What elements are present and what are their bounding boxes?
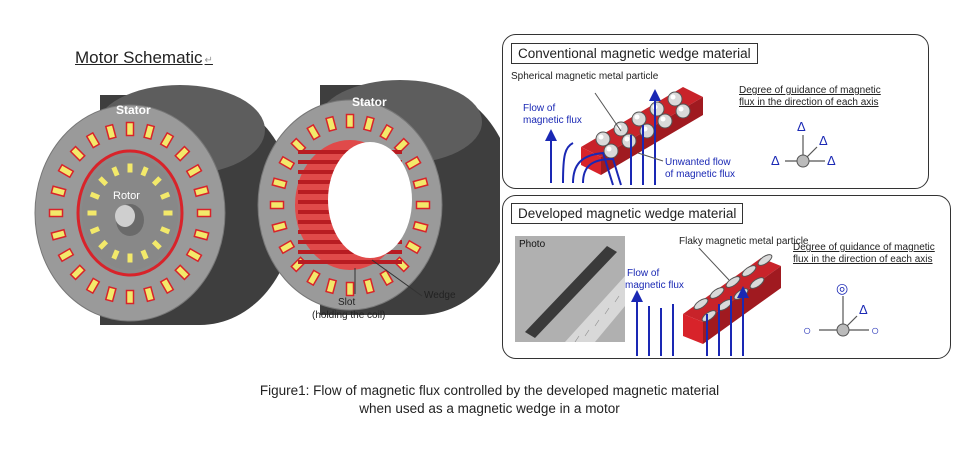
conv-degree-label-1: Degree of guidance of magnetic <box>739 85 881 96</box>
left-motor <box>34 85 295 325</box>
figure-caption-line2: when used as a magnetic wedge in a motor <box>359 401 620 416</box>
motor-schematic-title: Motor Schematic↵ <box>75 48 213 67</box>
stator-label-left: Stator <box>116 103 151 117</box>
figure-caption-line1: Figure1: Flow of magnetic flux controlle… <box>259 383 720 398</box>
right-motor <box>257 80 500 315</box>
spherical-particle-label: Spherical magnetic metal particle <box>511 71 659 82</box>
photo-label: Photo <box>519 239 546 250</box>
dev-axis-depth-symbol: Δ <box>859 302 868 317</box>
developed-panel: Developed magnetic wedge material Photo … <box>502 195 951 359</box>
unwanted-flow-label-1: Unwanted flow <box>665 157 731 168</box>
conv-degree-label-2: flux in the direction of each axis <box>739 97 879 108</box>
slot-sublabel: (holding the coil) <box>312 310 386 321</box>
conv-axis-up-symbol: Δ <box>797 119 806 134</box>
developed-title: Developed magnetic wedge material <box>511 203 744 224</box>
dev-axis-left-symbol: ○ <box>803 322 812 338</box>
flaky-particle-label: Flaky magnetic metal particle <box>679 236 809 247</box>
dev-degree-label-2: flux in the direction of each axis <box>793 254 933 265</box>
slot-label: Slot <box>338 297 356 308</box>
developed-wedge-diagram <box>631 247 869 356</box>
dev-axis-up-symbol: ◎ <box>836 280 849 296</box>
dev-axis-right-symbol: ○ <box>871 322 880 338</box>
conv-axis-right-symbol: Δ <box>827 153 836 168</box>
dev-degree-label-1: Degree of guidance of magnetic <box>793 242 935 253</box>
motor-illustration <box>34 80 500 325</box>
rotor-label: Rotor <box>113 190 140 202</box>
conv-axis-depth-symbol: Δ <box>819 133 828 148</box>
conv-flow-label-1: Flow of <box>523 103 556 114</box>
wedge-label: Wedge <box>424 290 456 301</box>
conventional-wedge-diagram <box>545 87 825 186</box>
conv-flow-label-2: magnetic flux <box>523 115 582 126</box>
conventional-title: Conventional magnetic wedge material <box>511 43 758 64</box>
dev-flow-label-1: Flow of <box>627 268 660 279</box>
unwanted-flow-label-2: of magnetic flux <box>665 169 736 180</box>
stator-label-right: Stator <box>352 95 387 109</box>
wedge-photo: Photo <box>515 236 625 342</box>
conv-axis-left-symbol: Δ <box>771 153 780 168</box>
dev-flow-label-2: magnetic flux <box>625 280 684 291</box>
conventional-panel: Conventional magnetic wedge material Sph… <box>502 34 929 189</box>
